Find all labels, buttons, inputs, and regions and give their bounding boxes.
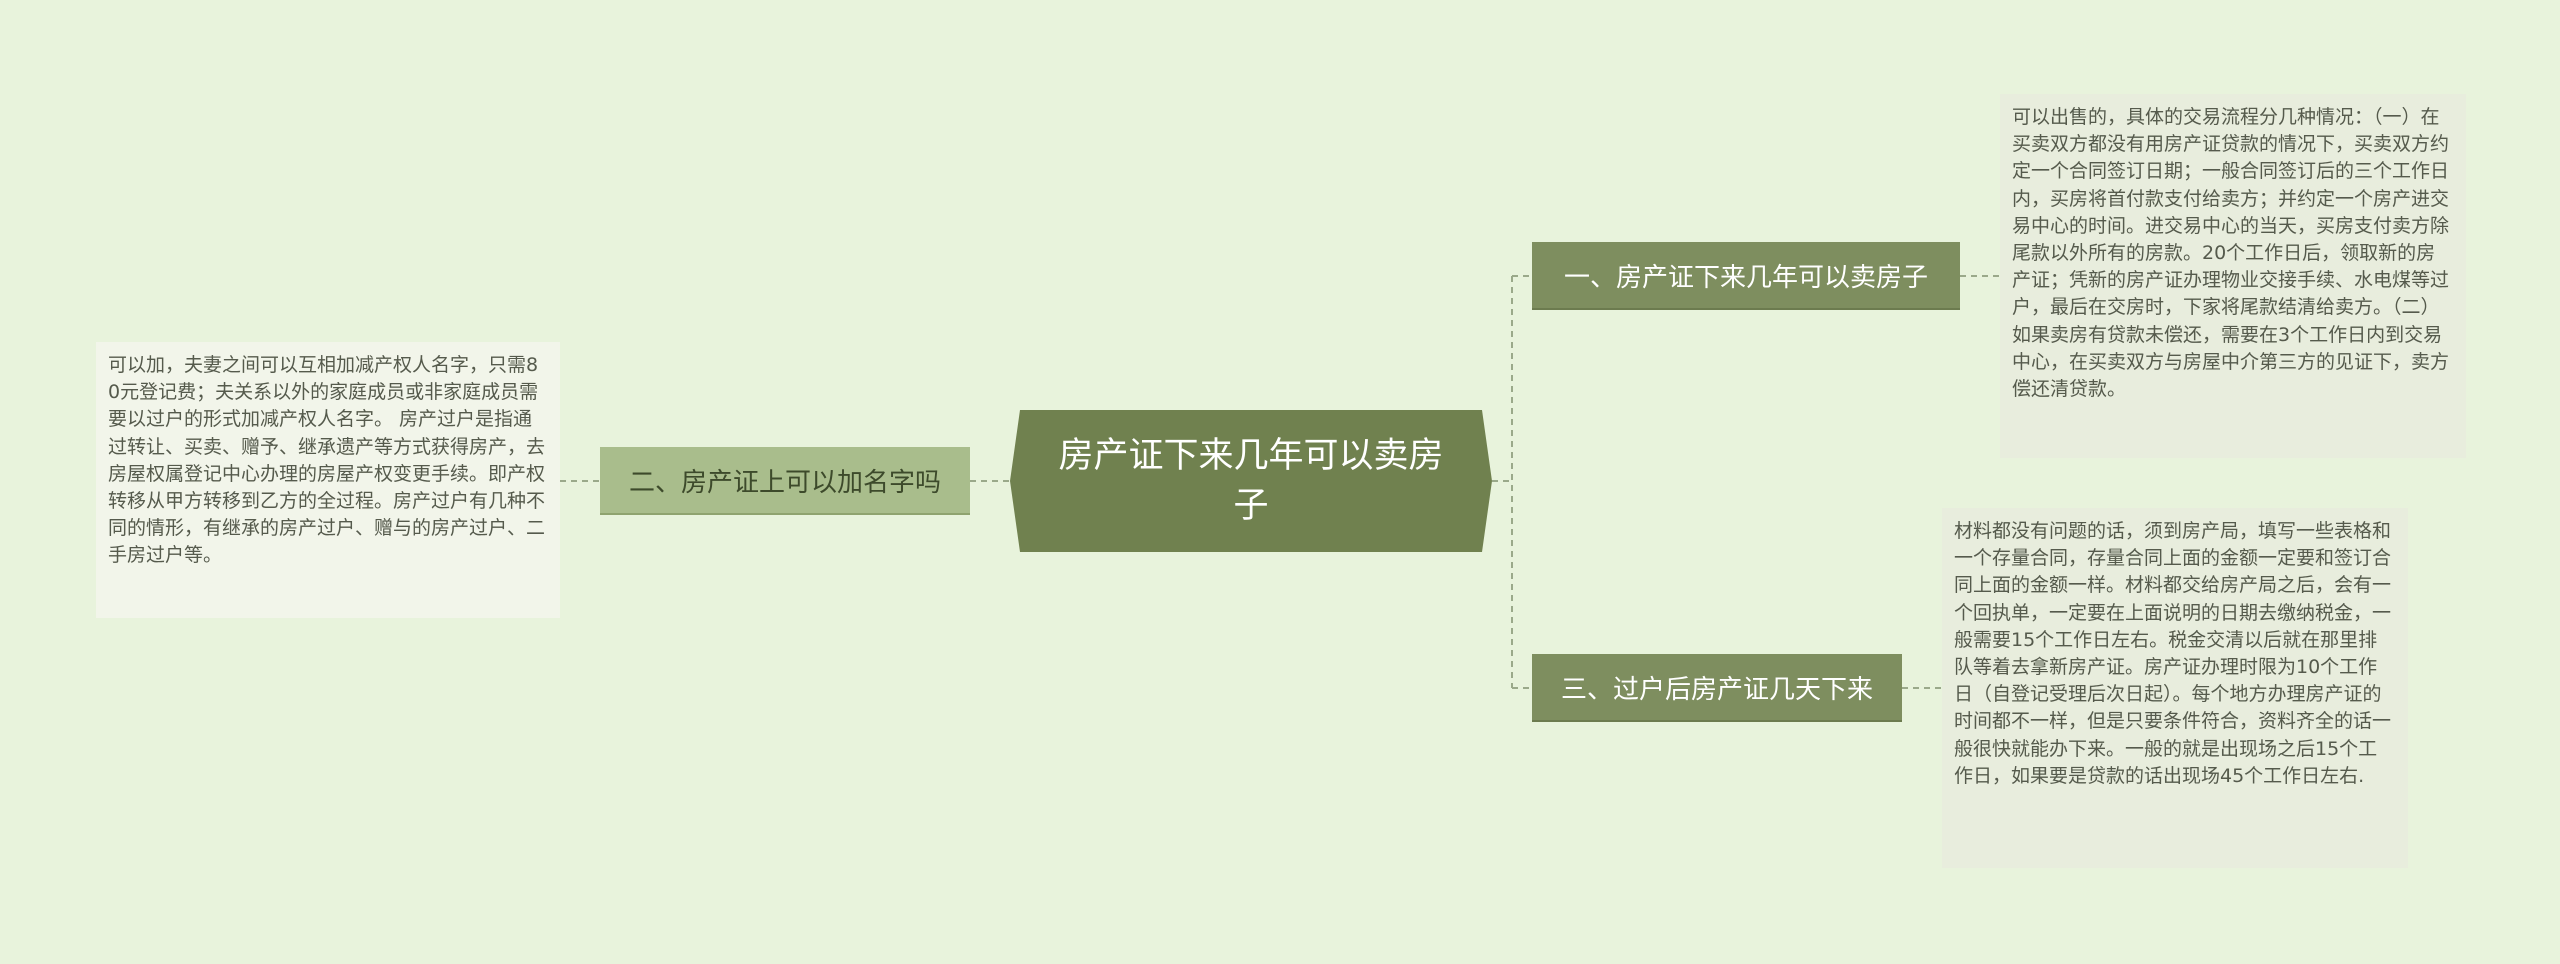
branch-topic-3[interactable]: 三、过户后房产证几天下来 xyxy=(1532,654,1902,722)
branch-topic-2[interactable]: 二、房产证上可以加名字吗 xyxy=(600,447,970,515)
detail-note-1: 可以出售的，具体的交易流程分几种情况：（一）在买卖双方都没有用房产证贷款的情况下… xyxy=(2000,94,2466,458)
detail-note-3: 材料都没有问题的话，须到房产局，填写一些表格和一个存量合同，存量合同上面的金额一… xyxy=(1942,508,2408,868)
branch-topic-1[interactable]: 一、房产证下来几年可以卖房子 xyxy=(1532,242,1960,310)
central-topic[interactable]: 房产证下来几年可以卖房子 xyxy=(1010,410,1492,552)
detail-note-2: 可以加，夫妻之间可以互相加减产权人名字，只需80元登记费；夫关系以外的家庭成员或… xyxy=(96,342,560,618)
